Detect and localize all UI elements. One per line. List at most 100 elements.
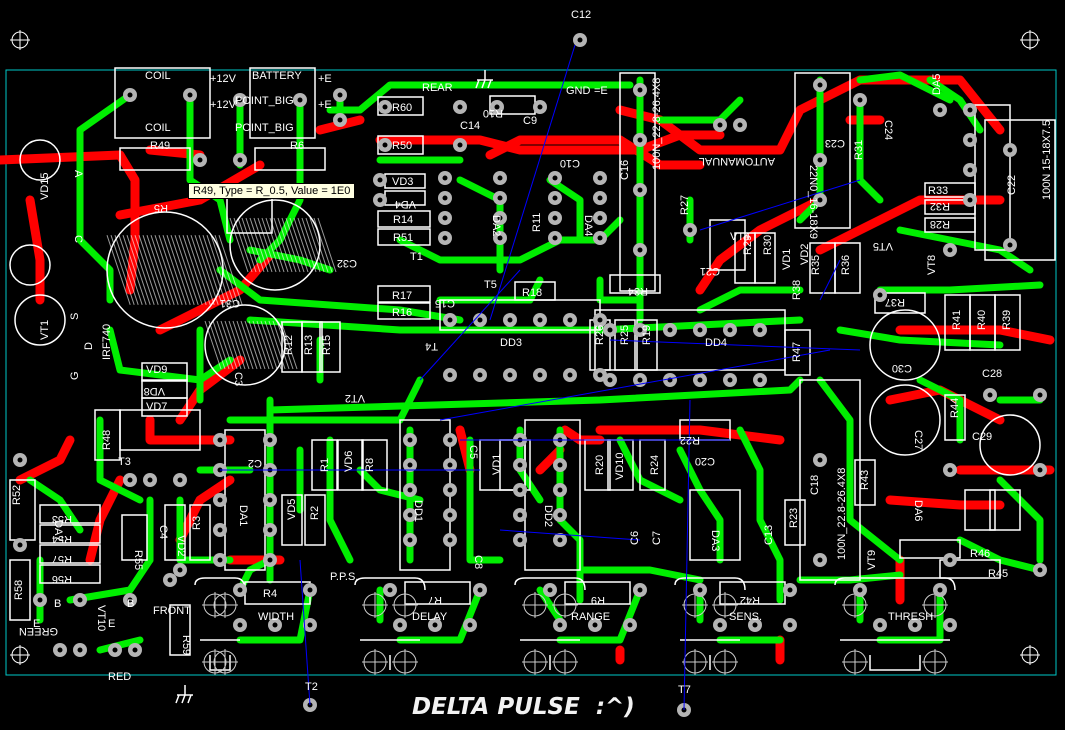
drill-hole <box>637 327 643 333</box>
drill-hole <box>557 537 563 543</box>
drill-hole <box>1037 392 1043 398</box>
label-r33: R33 <box>928 185 948 197</box>
label-cap-100n-b: 100N 15-18X7.5 <box>1041 120 1053 200</box>
capacitor-outline <box>9 244 51 286</box>
drill-hole <box>607 327 613 333</box>
drill-hole <box>637 187 643 193</box>
label-cap-100n-c: 100N_22.8-26.4X8 <box>836 468 848 560</box>
hatch-line <box>233 217 253 273</box>
drill-hole <box>297 97 303 103</box>
drill-hole <box>432 622 438 628</box>
drill-hole <box>607 377 613 383</box>
component-outline <box>119 147 191 171</box>
label-r32: R32 <box>930 200 950 212</box>
crosshair-icon <box>842 592 868 618</box>
drill-hole <box>132 647 138 653</box>
ground-icon <box>475 70 493 89</box>
hatch-line <box>264 320 282 370</box>
top-trace <box>236 586 314 644</box>
label-pps: P.P.S. <box>330 571 358 583</box>
hatch-line <box>313 217 333 273</box>
drill-hole <box>787 622 793 628</box>
drill-hole <box>937 587 943 593</box>
component-outline <box>874 292 926 314</box>
hatch-line <box>154 235 179 305</box>
label-width: WIDTH <box>258 611 294 623</box>
label-c9: C9 <box>523 115 537 127</box>
component-outline <box>114 67 211 139</box>
label-delay: DELAY <box>412 611 448 623</box>
drill-hole <box>447 537 453 543</box>
drill-hole <box>337 92 343 98</box>
drill-hole <box>1037 567 1043 573</box>
drill-hole <box>597 195 603 201</box>
label-p12v-b: +12V <box>210 99 237 111</box>
label-green: GREEN <box>19 625 58 637</box>
label-dd4: DD4 <box>705 337 727 349</box>
component-outline <box>141 362 188 382</box>
top-trace <box>326 436 354 564</box>
drill-hole <box>597 372 603 378</box>
drill-hole <box>817 82 823 88</box>
drill-hole <box>267 437 273 443</box>
label-r48: R48 <box>101 430 113 450</box>
label-r9: R9 <box>591 594 605 606</box>
label-r35: R35 <box>810 255 822 275</box>
drill-hole <box>477 587 483 593</box>
bottom-trace <box>15 435 75 485</box>
label-r58: R58 <box>13 580 25 600</box>
component-outline <box>164 504 186 561</box>
label-r39: R39 <box>1001 310 1013 330</box>
hatch-line <box>269 217 289 273</box>
drill-hole <box>697 327 703 333</box>
crosshair-icon <box>552 649 578 675</box>
capacitor-outline <box>979 414 1041 476</box>
hatch-line <box>122 235 147 305</box>
component-outline <box>984 119 1056 261</box>
drill-hole <box>552 195 558 201</box>
label-t1: T1 <box>410 251 423 263</box>
label-vd5: VD5 <box>286 499 298 520</box>
label-vd1: VD1 <box>491 454 503 475</box>
component-outline <box>337 439 364 491</box>
drill-hole <box>442 215 448 221</box>
crosshair-icon <box>522 649 548 675</box>
drill-hole <box>127 597 133 603</box>
bottom-trace <box>115 160 265 220</box>
label-r37: R37 <box>885 296 905 308</box>
capacitor-outline <box>19 139 61 181</box>
bottom-trace <box>895 325 1055 345</box>
label-r19: R19 <box>641 325 653 345</box>
component-outline <box>377 210 431 228</box>
component-outline <box>281 494 303 546</box>
ratsnest-line <box>299 559 311 706</box>
label-vd15: VD15 <box>39 172 51 200</box>
ratsnest-line <box>439 349 831 421</box>
label-r59: R59 <box>180 635 192 655</box>
label-cap-100n-a: 100N_22.8-26.4X8 <box>651 78 663 170</box>
top-trace <box>736 426 784 604</box>
drill-hole <box>17 457 23 463</box>
hatch-line <box>182 235 207 305</box>
label-r45: R45 <box>988 568 1008 580</box>
drill-hole <box>147 477 153 483</box>
drill-hole <box>494 104 500 110</box>
component-outline <box>924 217 976 233</box>
hatch-line <box>208 320 226 370</box>
top-trace <box>466 436 504 564</box>
label-r28: R28 <box>930 218 950 230</box>
label-e2: E <box>108 618 115 630</box>
drill-hole <box>597 317 603 323</box>
label-vd9: VD9 <box>146 364 167 376</box>
drill-hole <box>817 197 823 203</box>
drill-hole <box>552 215 558 221</box>
label-vd2: VD2 <box>175 535 187 556</box>
component-outline <box>311 439 338 491</box>
drill-hole <box>457 142 463 148</box>
drill-hole <box>817 557 823 563</box>
top-trace <box>96 636 144 654</box>
potentiometer-outline <box>674 577 746 670</box>
hatch-line <box>297 217 317 273</box>
hatch-line <box>216 320 234 370</box>
